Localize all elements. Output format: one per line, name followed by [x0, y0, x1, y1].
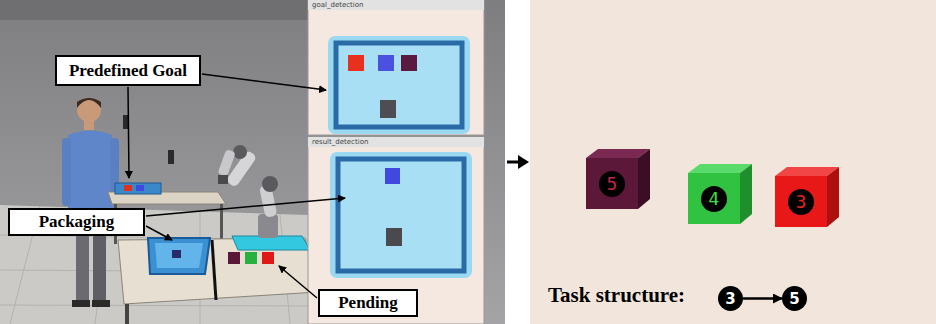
human-figure	[68, 131, 114, 219]
human-figure	[77, 98, 101, 108]
goal-detection-panel	[348, 55, 364, 71]
result-detection-panel	[386, 228, 402, 246]
work-table	[212, 240, 216, 300]
sim-room	[0, 0, 308, 20]
human-figure	[72, 300, 90, 307]
goal-table	[115, 183, 161, 194]
goal-table	[136, 185, 144, 191]
cube-block: 3	[775, 166, 841, 228]
work-table	[155, 243, 203, 268]
sim-room	[0, 305, 308, 306]
right-panel	[530, 0, 936, 324]
human-figure	[62, 98, 119, 307]
cube-block: 4	[688, 163, 754, 225]
camera	[123, 115, 174, 164]
work-table	[172, 250, 181, 258]
robot-arm	[218, 145, 278, 238]
goal-detection-panel	[380, 100, 396, 118]
human-figure	[77, 98, 101, 122]
window-title: result_detection	[312, 138, 368, 146]
cube-side	[827, 167, 839, 227]
leader-line	[146, 198, 345, 216]
goal-detection-panel	[308, 0, 484, 135]
callout-box: Predefined Goal	[55, 55, 201, 86]
cube-side	[638, 149, 650, 209]
number-label: 3	[788, 189, 814, 215]
right-panel	[530, 0, 936, 324]
cube-block: 5	[586, 148, 652, 210]
flow-arrow	[518, 155, 529, 169]
work-table	[118, 236, 318, 324]
robot-arm	[258, 214, 278, 238]
result-detection-panel	[338, 159, 464, 271]
work-table	[232, 236, 310, 250]
number-label: 5	[789, 290, 799, 308]
leader-line	[202, 74, 326, 90]
sim-room	[0, 0, 505, 324]
leader-line	[279, 266, 317, 298]
cube-face	[586, 158, 638, 209]
work-table	[125, 304, 129, 324]
cube-side	[740, 164, 752, 224]
work-table	[228, 252, 240, 264]
human-figure	[62, 138, 71, 206]
cube-face	[688, 173, 740, 224]
goal-detection-panel	[336, 43, 462, 127]
leader-line	[128, 87, 129, 178]
task-circle: 3	[718, 286, 743, 311]
robot-arm	[218, 149, 236, 177]
number-label: 3	[725, 290, 735, 308]
robot-arm	[233, 145, 247, 159]
leader-line	[128, 74, 345, 298]
window-title: goal_detection	[312, 1, 364, 9]
flow-arrow	[507, 155, 529, 169]
goal-detection-panel	[328, 36, 470, 134]
callout-text: Predefined Goal	[69, 61, 187, 81]
goal-detection-panel	[308, 0, 484, 10]
callout-box: Packaging	[8, 208, 145, 236]
leader-line	[146, 226, 172, 240]
result-detection-panel	[385, 168, 400, 184]
goal-detection-panel	[308, 0, 484, 135]
goal-detection-panel	[401, 55, 417, 71]
goal-detection-panel	[378, 55, 394, 71]
goal-table	[124, 185, 132, 191]
work-table	[148, 238, 210, 274]
robot-arm	[218, 175, 228, 184]
sim-room	[0, 0, 505, 324]
cube-face	[775, 176, 827, 227]
result-detection-panel	[330, 152, 472, 278]
human-figure	[92, 300, 110, 307]
task-circle: 5	[782, 286, 807, 311]
callout-text: Pending	[338, 293, 398, 313]
number-label: 4	[701, 186, 727, 212]
task-structure-label: Task structure:	[548, 283, 685, 308]
edge-arrow	[743, 297, 782, 300]
result-detection-panel	[308, 137, 484, 324]
callout-text: Packaging	[39, 212, 115, 232]
work-table	[262, 252, 274, 264]
result-detection-panel	[308, 137, 484, 324]
number-label: 5	[599, 171, 625, 197]
work-table	[245, 252, 257, 264]
result-detection-panel	[308, 137, 484, 147]
callout-box: Pending	[318, 289, 418, 317]
robot-arm	[262, 176, 278, 192]
camera	[168, 150, 174, 164]
